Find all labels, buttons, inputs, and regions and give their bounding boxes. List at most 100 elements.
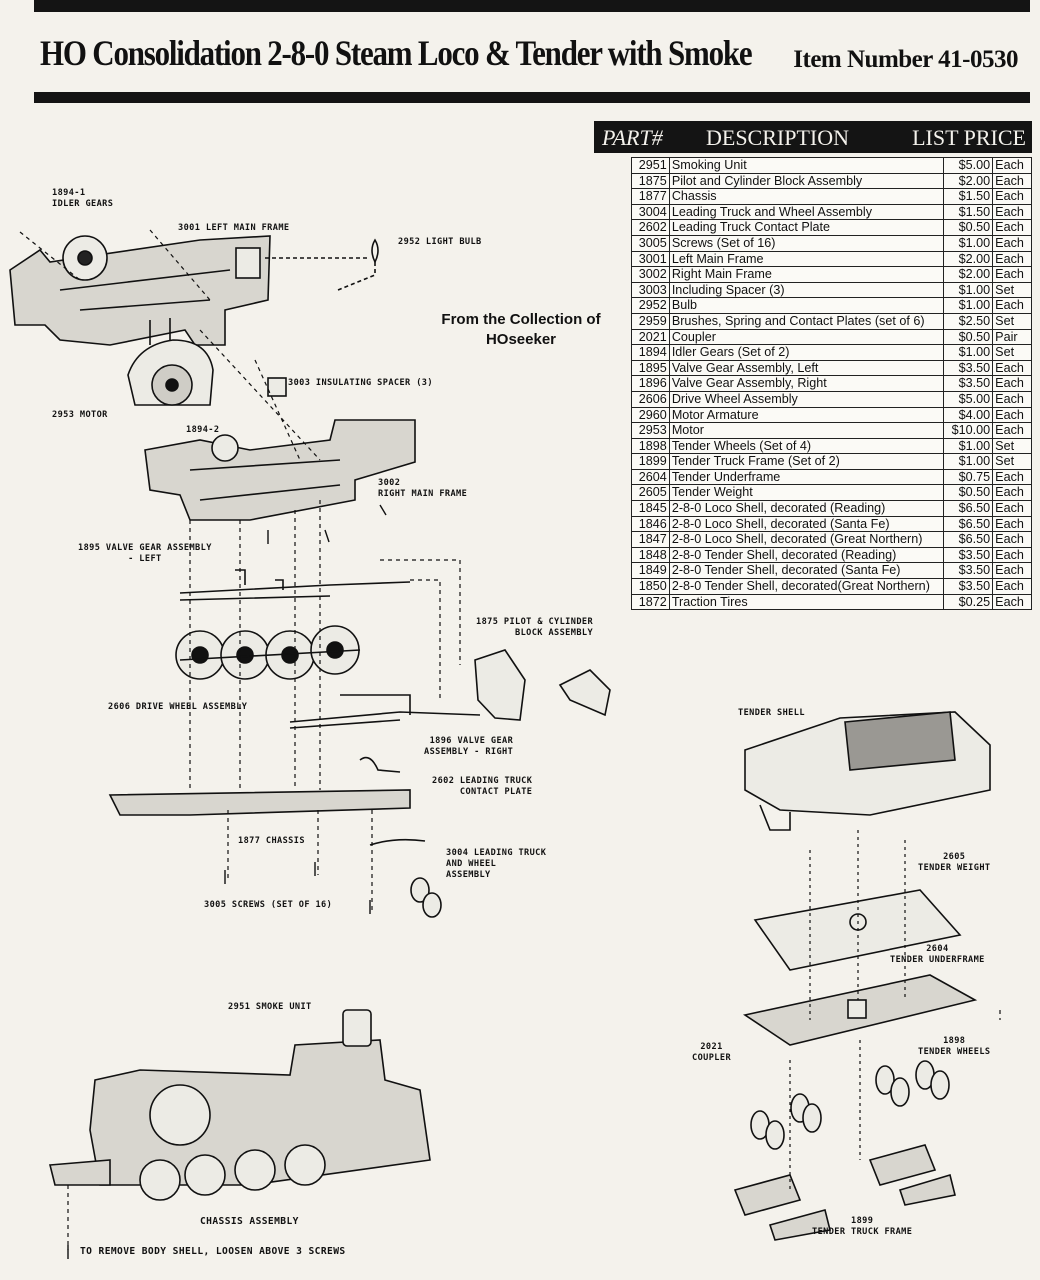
description-cell: 2-8-0 Loco Shell, decorated (Great North…	[668, 531, 945, 548]
tender-wheels-drawing	[750, 1060, 950, 1150]
unit-cell: Each	[992, 375, 1032, 392]
unit-cell: Each	[992, 562, 1032, 580]
description-cell: Traction Tires	[668, 593, 945, 611]
price-cell: $1.00	[943, 437, 994, 455]
unit-cell: Each	[992, 188, 1032, 205]
price-cell: $0.50	[943, 484, 994, 502]
description-cell: 2-8-0 Loco Shell, decorated (Santa Fe)	[668, 515, 945, 533]
description-cell: Leading Truck and Wheel Assembly	[668, 203, 945, 221]
price-cell: $1.00	[943, 297, 994, 314]
price-cell: $1.00	[943, 234, 994, 252]
screws-drawing	[67, 504, 387, 1259]
price-cell: $10.00	[943, 422, 994, 439]
label-coupler: 2021 COUPLER	[692, 1042, 732, 1063]
part-number-cell: 1850	[631, 578, 670, 595]
description-cell: Valve Gear Assembly, Left	[668, 359, 945, 377]
part-number-cell: 2602	[631, 219, 670, 236]
leading-wheels-drawing	[410, 877, 442, 918]
smoke-unit-drawing	[342, 1009, 372, 1047]
label-valve-gear-left: 1895 VALVE GEAR ASSEMBLY - LEFT	[78, 543, 212, 564]
description-cell: Tender Weight	[668, 484, 945, 502]
unit-cell: Each	[992, 219, 1032, 236]
unit-cell: Set	[992, 281, 1032, 299]
unit-cell: Each	[992, 157, 1032, 174]
unit-cell: Set	[992, 312, 1032, 330]
description-cell: Smoking Unit	[668, 157, 945, 174]
unit-cell: Each	[992, 390, 1032, 408]
part-number-cell: 2951	[631, 157, 670, 174]
label-tender-truck-frame: 1899 TENDER TRUCK FRAME	[812, 1216, 913, 1237]
part-number-cell: 3002	[631, 266, 670, 283]
description-cell: Pilot and Cylinder Block Assembly	[668, 172, 945, 190]
label-smoke-unit: 2951 SMOKE UNIT	[228, 1002, 312, 1012]
parts-table-header: PART# DESCRIPTION LIST PRICE	[594, 121, 1032, 153]
left-main-frame-drawing	[9, 235, 271, 346]
unit-cell: Each	[992, 593, 1032, 611]
column-header-description: DESCRIPTION	[706, 125, 850, 150]
label-tender-underframe: 2604 TENDER UNDERFRAME	[890, 944, 985, 965]
price-cell: $5.00	[943, 157, 994, 174]
description-cell: Leading Truck Contact Plate	[668, 219, 945, 236]
part-number-cell: 2606	[631, 390, 670, 408]
unit-cell: Each	[992, 406, 1032, 424]
part-number-cell: 1875	[631, 172, 670, 190]
unit-cell: Each	[992, 266, 1032, 283]
part-number-cell: 1847	[631, 531, 670, 548]
label-motor: 2953 MOTOR	[52, 410, 108, 420]
chassis-drawing	[108, 756, 411, 816]
price-cell: $2.00	[943, 172, 994, 190]
motor-drawing	[127, 339, 214, 406]
light-bulb-drawing	[371, 238, 379, 264]
label-right-main-frame: 3002 RIGHT MAIN FRAME	[378, 478, 468, 499]
assembled-loco-drawing	[48, 1039, 431, 1201]
part-number-cell: 2960	[631, 406, 670, 424]
collection-note: From the Collection of HOseeker	[426, 310, 616, 350]
unit-cell: Each	[992, 297, 1032, 314]
unit-cell: Each	[992, 234, 1032, 252]
part-number-cell: 2953	[631, 422, 670, 439]
price-cell: $2.00	[943, 250, 994, 268]
part-number-cell: 1849	[631, 562, 670, 580]
insulating-spacer-drawing	[267, 377, 287, 397]
description-cell: 2-8-0 Tender Shell, decorated (Santa Fe)	[668, 562, 945, 580]
part-number-cell: 3001	[631, 250, 670, 268]
description-cell: 2-8-0 Tender Shell, decorated (Reading)	[668, 546, 945, 564]
label-idler-gears-1: 1894-1 IDLER GEARS	[52, 188, 114, 209]
price-cell: $1.50	[943, 203, 994, 221]
collection-note-line1: From the Collection of	[441, 311, 601, 328]
label-drive-wheel: 2606 DRIVE WHEEL ASSEMBLY	[108, 702, 248, 712]
price-cell: $2.50	[943, 312, 994, 330]
header-rule	[34, 92, 1030, 103]
description-cell: Drive Wheel Assembly	[668, 390, 945, 408]
unit-cell: Each	[992, 359, 1032, 377]
unit-cell: Each	[992, 422, 1032, 439]
price-cell: $3.50	[943, 375, 994, 392]
part-number-cell: 1845	[631, 500, 670, 517]
top-rule	[34, 0, 1030, 12]
description-cell: Bulb	[668, 297, 945, 314]
price-cell: $3.50	[943, 546, 994, 564]
part-number-cell: 1872	[631, 593, 670, 611]
description-cell: 2-8-0 Tender Shell, decorated(Great Nort…	[668, 578, 945, 595]
price-cell: $3.50	[943, 578, 994, 595]
price-cell: $0.50	[943, 328, 994, 346]
unit-cell: Each	[992, 484, 1032, 502]
description-cell: Brushes, Spring and Contact Plates (set …	[668, 312, 945, 330]
valve-gear-left-drawing	[179, 569, 411, 601]
part-number-cell: 1899	[631, 453, 670, 470]
leading-truck-drawing	[369, 838, 426, 846]
column-header-part: PART#	[602, 125, 663, 150]
description-cell: Idler Gears (Set of 2)	[668, 344, 945, 361]
